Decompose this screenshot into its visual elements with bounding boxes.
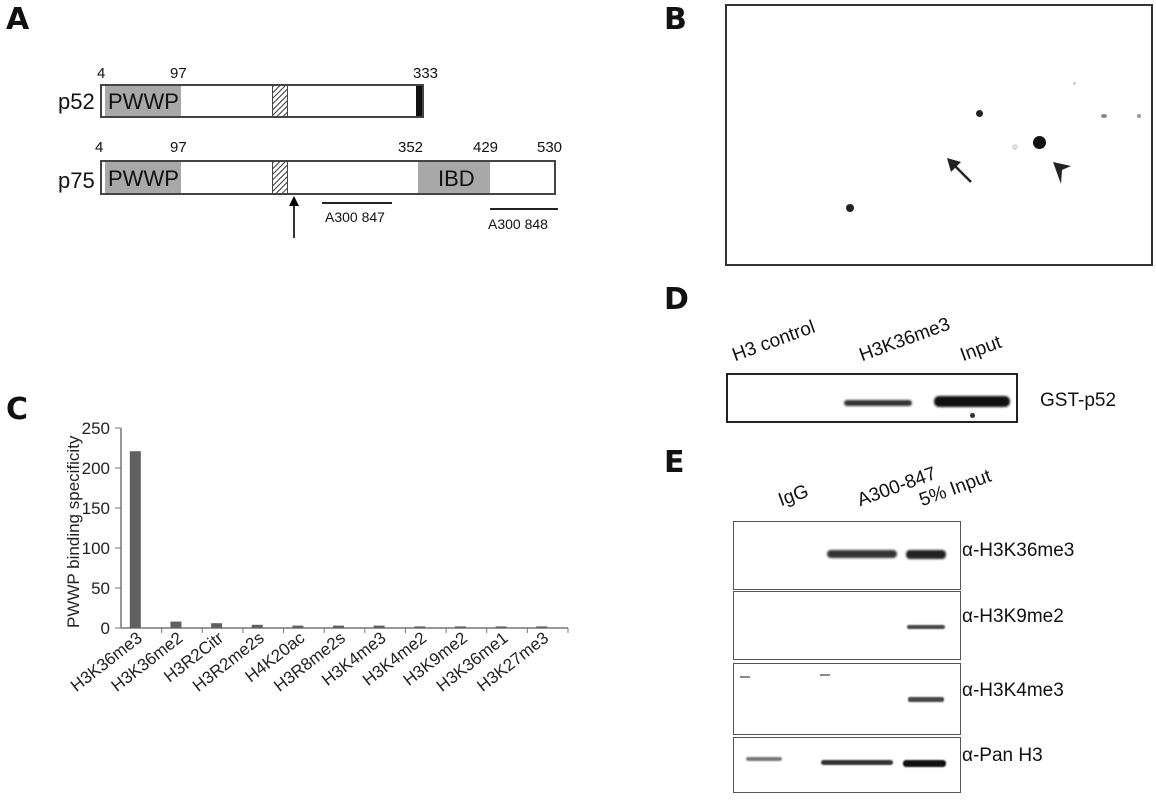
arrowhead-icon [1053,162,1071,184]
p52-c-terminal-block [416,86,422,116]
blot-h3k9me2 [733,591,961,660]
a300-848-epitope-line [490,208,558,210]
blot-band [908,697,944,702]
p52-pos-4: 4 [97,65,106,82]
bar-h3k4me2 [414,626,426,628]
bar-h3k9me2 [454,626,466,628]
gst-p52-label: GST-p52 [1040,390,1117,411]
bar-h4k20ac [292,625,304,628]
blot-band [746,757,782,761]
bar-h3k4me3 [373,625,385,628]
y-tick-label: 150 [82,499,110,518]
array-spot [846,204,854,212]
blot-band [844,400,912,406]
domain-diagram: 4 97 333 p52 PWWP 4 97 352 429 530 p75 P… [0,0,600,260]
up-arrow-icon [289,196,299,238]
blot-band [827,550,897,558]
array-spot-faint [1073,82,1076,85]
blot-pan-h3 [733,737,961,793]
p75-pos-429: 429 [473,139,499,156]
y-tick-label: 250 [82,419,110,438]
a300-848-label: A300 848 [488,216,548,232]
p75-pos-97: 97 [170,139,187,156]
blot-label-h3k36me3: α-H3K36me3 [962,540,1075,561]
blot-speck [820,674,830,676]
p75-label: p75 [58,168,95,193]
array-spot-faint [1101,114,1107,118]
panel-letter-a: A [6,2,30,37]
panel-letter-e: E [664,445,685,480]
array-spot-strong [1033,136,1046,149]
y-tick-label: 200 [82,459,110,478]
p52-bar: PWWP [100,84,424,118]
p75-ibd-label: IBD [438,166,475,191]
bar-h3r2citr [211,623,223,628]
lane-label-input: Input [957,331,1005,367]
p75-ibd-domain [418,162,490,193]
blot-speck [740,676,750,678]
p52-hatched-region [272,86,288,116]
array-spot [976,110,983,117]
y-tick-label: 100 [82,539,110,558]
arrow-icon [947,158,972,183]
blot-band [906,550,946,559]
array-spot-faint [1137,114,1141,118]
gst-p52-blot [726,373,1018,423]
lane-label-h3-control: H3 control [729,316,819,367]
p52-pos-97: 97 [170,65,187,82]
blot-band [821,760,893,765]
p75-pos-4: 4 [95,139,104,156]
bar-h3k36me2 [170,621,182,628]
blot-h3k4me3 [733,663,961,735]
blot-speck [970,413,975,418]
p52-label: p52 [58,89,95,114]
p52-pwwp-label: PWWP [108,89,179,114]
p75-hatched-region [272,162,288,193]
blot-label-h3k4me3: α-H3K4me3 [962,680,1064,701]
peptide-array-image [725,4,1153,266]
y-tick-label: 50 [91,579,110,598]
a300-847-label: A300 847 [325,209,385,225]
bar-h3r2me2s [251,624,263,628]
array-spot-faint [1012,144,1018,150]
blot-band [903,760,946,767]
bar-h3k36me3 [129,451,141,628]
binding-specificity-chart: PWWP binding specificity 0 50 100 150 200 250… [64,419,569,696]
blot-label-h3k9me2: α-H3K9me2 [962,606,1064,627]
panel-letter-c: C [6,392,29,427]
y-tick-label: 0 [101,619,110,638]
blot-band [907,625,945,629]
panel-letter-d: D [664,282,689,317]
blot-band-strong [934,396,1010,407]
lane-label-igg: IgG [775,480,812,512]
a300-847-epitope-line [322,202,392,204]
blot-label-pan-h3: α-Pan H3 [962,745,1043,766]
p75-pos-530: 530 [537,139,563,156]
panel-letter-b: B [664,2,687,37]
p75-bar: PWWP IBD [100,160,556,195]
p75-pwwp-domain [105,162,181,193]
p52-pwwp-domain [105,86,181,116]
bar-h3r8me2s [333,625,344,628]
bar-h3k36me1 [495,626,507,628]
y-axis-label: PWWP binding specificity [64,435,83,628]
p52-pos-333: 333 [413,65,439,82]
bar-h3k27me3 [536,626,548,628]
blot-h3k36me3 [733,521,961,590]
lane-label-h3k36me3: H3K36me3 [856,313,953,367]
p75-pos-352: 352 [398,139,424,156]
p75-pwwp-label: PWWP [108,166,179,191]
